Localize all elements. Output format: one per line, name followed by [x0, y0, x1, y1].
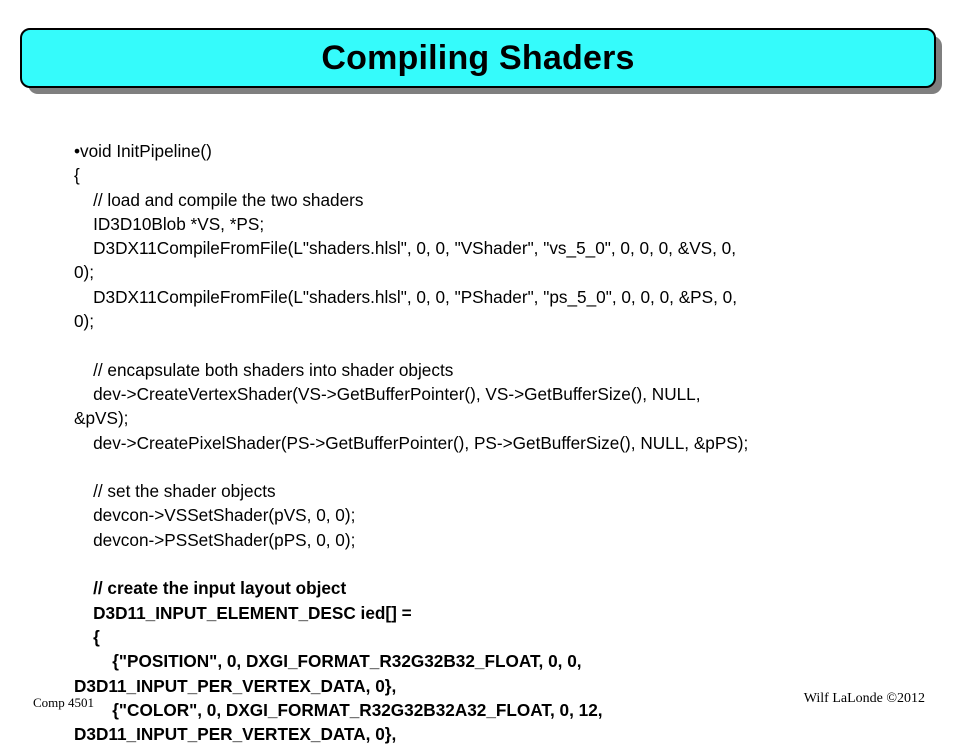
code-line: •void InitPipeline() — [74, 141, 212, 161]
code-line: D3DX11CompileFromFile(L"shaders.hlsl", 0… — [74, 286, 737, 307]
code-line: D3D11_INPUT_PER_VERTEX_DATA, 0}, — [74, 724, 397, 745]
code-line: ID3D10Blob *VS, *PS; — [74, 213, 265, 234]
code-line: { — [74, 626, 100, 647]
slide-title: Compiling Shaders — [321, 38, 635, 77]
code-line: // set the shader objects — [74, 481, 276, 502]
code-line: {"POSITION", 0, DXGI_FORMAT_R32G32B32_FL… — [74, 651, 582, 672]
code-line: {"COLOR", 0, DXGI_FORMAT_R32G32B32A32_FL… — [74, 699, 603, 720]
code-line: // create the input layout object — [74, 578, 347, 599]
code-line: 0); — [74, 311, 95, 332]
code-line — [74, 552, 924, 576]
code-line: 0); — [74, 262, 95, 283]
code-line: dev->CreatePixelShader(PS->GetBufferPoin… — [74, 432, 749, 453]
code-line — [74, 333, 924, 357]
code-block: •void InitPipeline() { // load and compil… — [74, 139, 924, 746]
code-line: &pVS); — [74, 408, 129, 429]
footer-author: Wilf LaLonde ©2012 — [803, 691, 925, 706]
title-bar: Compiling Shaders — [20, 28, 936, 88]
code-line: D3D11_INPUT_ELEMENT_DESC ied[] = — [74, 602, 412, 623]
footer-course: Comp 4501 — [33, 695, 95, 710]
code-line: dev->CreateVertexShader(VS->GetBufferPoi… — [74, 383, 701, 404]
code-line: devcon->PSSetShader(pPS, 0, 0); — [74, 529, 356, 550]
code-line: // encapsulate both shaders into shader … — [74, 359, 454, 380]
code-line: devcon->VSSetShader(pVS, 0, 0); — [74, 505, 356, 526]
code-line: D3D11_INPUT_PER_VERTEX_DATA, 0}, — [74, 675, 397, 696]
code-line: D3DX11CompileFromFile(L"shaders.hlsl", 0… — [74, 238, 737, 259]
code-line — [74, 455, 924, 479]
code-line: // load and compile the two shaders — [74, 189, 364, 210]
code-line: { — [74, 165, 80, 186]
